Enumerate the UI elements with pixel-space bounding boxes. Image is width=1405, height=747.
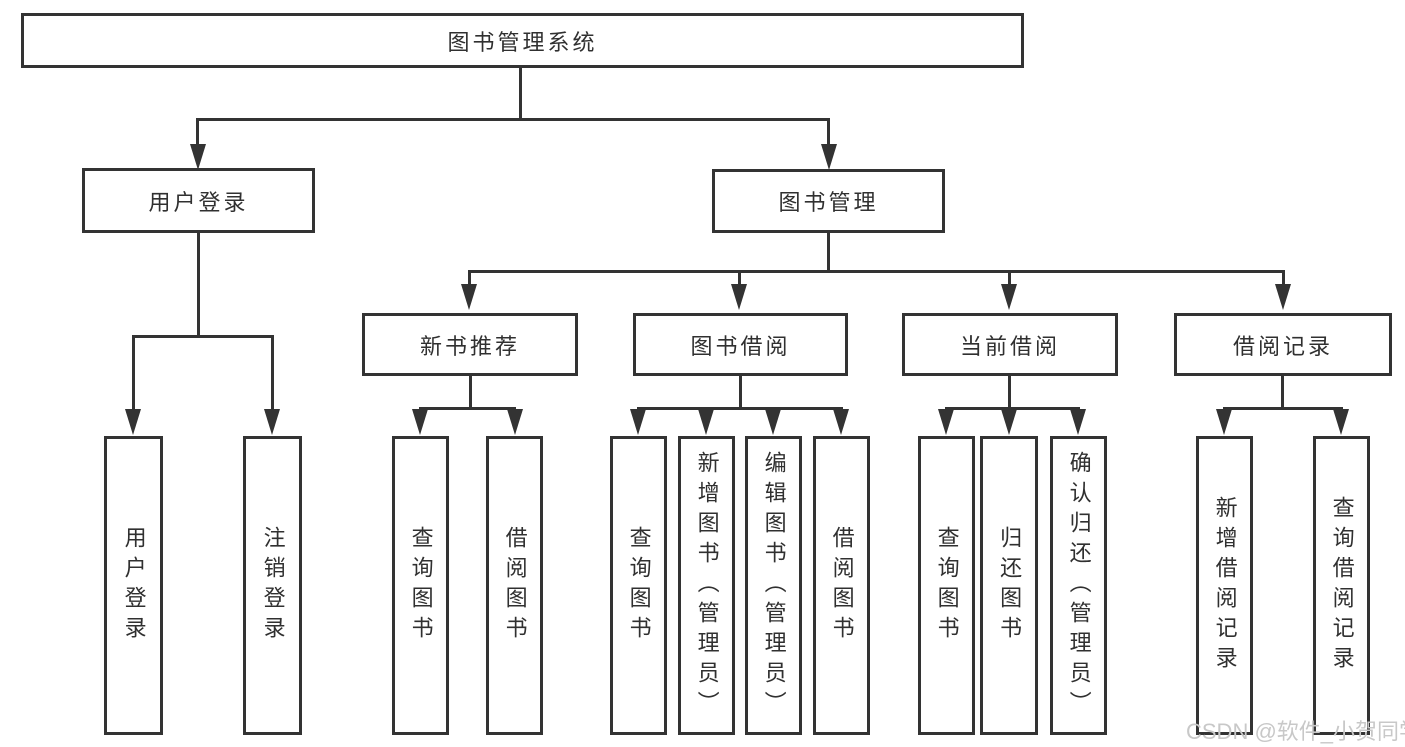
connector-line [197, 233, 200, 335]
node-root: 图书管理系统 [21, 13, 1024, 68]
node-borrowing-records: 借阅记录 [1174, 313, 1392, 376]
connector-line [468, 270, 1285, 273]
leaf-current-return-books-label: 归还图书 [997, 525, 1023, 646]
leaf-current-return-books: 归还图书 [980, 436, 1038, 735]
node-root-label: 图书管理系统 [447, 29, 598, 55]
arrow-down-icon [765, 409, 781, 435]
leaf-borrowing-add-books: 新增图书（管理员） [678, 436, 735, 735]
node-new-book-recommend: 新书推荐 [362, 313, 578, 376]
arrow-down-icon [412, 409, 428, 435]
node-user-login: 用户登录 [82, 168, 315, 233]
leaf-borrowing-edit-books-label: 编辑图书（管理员） [761, 450, 787, 721]
leaf-logout-label: 注销登录 [260, 525, 286, 646]
leaf-logout: 注销登录 [243, 436, 302, 735]
node-book-management-label: 图书管理 [778, 190, 879, 215]
leaf-borrowing-query-books-label: 查询图书 [626, 525, 652, 646]
arrow-down-icon [630, 409, 646, 435]
node-book-management: 图书管理 [712, 169, 945, 233]
arrow-down-icon [698, 409, 714, 435]
arrow-down-icon [938, 409, 954, 435]
connector-line [1282, 270, 1285, 285]
node-book-borrowing-label: 图书借阅 [690, 333, 791, 359]
leaf-current-confirm-return: 确认归还（管理员） [1050, 436, 1107, 735]
node-user-login-label: 用户登录 [148, 189, 249, 215]
connector-line [419, 407, 516, 410]
leaf-user-login: 用户登录 [104, 436, 163, 735]
leaf-borrowing-query-books: 查询图书 [610, 436, 667, 735]
connector-line [196, 118, 830, 121]
connector-line [1281, 376, 1284, 407]
arrow-down-icon [461, 284, 477, 310]
arrow-down-icon [1001, 409, 1017, 435]
leaf-user-login-label: 用户登录 [121, 525, 147, 646]
leaf-borrowing-borrow-books-label: 借阅图书 [829, 525, 855, 646]
connector-line [637, 407, 843, 410]
leaf-records-query-record: 查询借阅记录 [1313, 436, 1370, 735]
csdn-watermark: CSDN @软件_小贺同学 [1186, 719, 1405, 744]
arrow-down-icon [190, 144, 206, 170]
leaf-recommend-query-books: 查询图书 [392, 436, 449, 735]
arrow-down-icon [507, 409, 523, 435]
connector-line [827, 233, 830, 270]
connector-line [945, 407, 1080, 410]
connector-line [132, 335, 274, 338]
arrow-down-icon [1070, 409, 1086, 435]
connector-line [1008, 270, 1011, 285]
arrow-down-icon [264, 409, 280, 435]
node-borrowing-records-label: 借阅记录 [1232, 333, 1333, 359]
arrow-down-icon [833, 409, 849, 435]
connector-line [196, 118, 199, 146]
connector-line [827, 118, 830, 146]
leaf-current-query-books-label: 查询图书 [934, 525, 960, 646]
arrow-down-icon [1275, 284, 1291, 310]
node-current-borrowing: 当前借阅 [902, 313, 1118, 376]
connector-line [469, 376, 472, 407]
node-new-book-recommend-label: 新书推荐 [419, 333, 520, 359]
connector-line [738, 270, 741, 285]
leaf-borrowing-borrow-books: 借阅图书 [813, 436, 870, 735]
node-current-borrowing-label: 当前借阅 [959, 333, 1060, 359]
connector-line [739, 376, 742, 407]
connector-line [1223, 407, 1343, 410]
leaf-records-add-record-label: 新增借阅记录 [1212, 495, 1238, 676]
connector-line [271, 335, 274, 409]
connector-line [132, 335, 135, 409]
arrow-down-icon [731, 284, 747, 310]
leaf-recommend-query-books-label: 查询图书 [408, 525, 434, 646]
connector-line [468, 270, 471, 285]
arrow-down-icon [125, 409, 141, 435]
leaf-current-confirm-return-label: 确认归还（管理员） [1066, 450, 1092, 721]
leaf-recommend-borrow-books-label: 借阅图书 [502, 525, 528, 646]
leaf-records-query-record-label: 查询借阅记录 [1329, 495, 1355, 676]
leaf-borrowing-add-books-label: 新增图书（管理员） [694, 450, 720, 721]
arrow-down-icon [1216, 409, 1232, 435]
arrow-down-icon [1001, 284, 1017, 310]
connector-line [519, 68, 522, 118]
leaf-records-add-record: 新增借阅记录 [1196, 436, 1253, 735]
leaf-current-query-books: 查询图书 [918, 436, 975, 735]
leaf-recommend-borrow-books: 借阅图书 [486, 436, 543, 735]
leaf-borrowing-edit-books: 编辑图书（管理员） [745, 436, 802, 735]
arrow-down-icon [821, 144, 837, 170]
arrow-down-icon [1333, 409, 1349, 435]
node-book-borrowing: 图书借阅 [633, 313, 848, 376]
connector-line [1008, 376, 1011, 407]
